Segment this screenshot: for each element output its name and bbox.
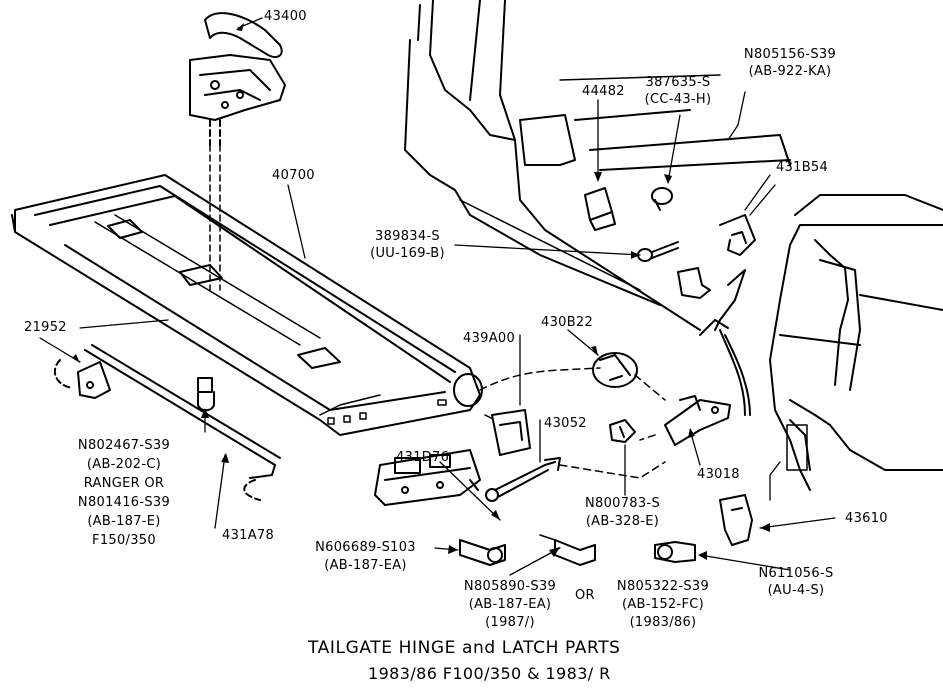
part-label-44482: 44482 bbox=[582, 84, 625, 99]
part-label-n606689: N606689-S103 bbox=[315, 540, 416, 555]
part-label-n805322: N805322-S39 bbox=[616, 579, 710, 594]
part-label-430b22: 430B22 bbox=[541, 315, 594, 330]
part-code-387635: (CC-43-H) bbox=[644, 92, 712, 107]
hinge-bolt-option bbox=[539, 534, 596, 566]
part-code-n801416: (AB-187-E) bbox=[87, 514, 161, 529]
diagram-title: TAILGATE HINGE and LATCH PARTS bbox=[308, 638, 621, 658]
part-code-389834: (UU-169-B) bbox=[370, 246, 445, 261]
part-code-n611056: (AU-4-S) bbox=[767, 583, 825, 598]
hinge-mount-bolt bbox=[459, 539, 506, 566]
truck-bed-left-side bbox=[404, 0, 791, 331]
screw-387635 bbox=[651, 187, 673, 211]
part-code-n800783: (AB-328-E) bbox=[585, 514, 660, 529]
part-code-n802467: (AB-202-C) bbox=[86, 457, 162, 472]
tailgate-panel bbox=[11, 174, 483, 436]
tailgate-hinge bbox=[374, 449, 481, 506]
part-label-43018: 43018 bbox=[697, 467, 740, 482]
hinge-bushing bbox=[491, 409, 531, 456]
leader-lines bbox=[39, 17, 836, 576]
bumper-44482 bbox=[584, 187, 616, 231]
striker-bracket bbox=[664, 395, 731, 446]
pivot-bumper bbox=[592, 352, 638, 388]
part-label-21952: 21952 bbox=[24, 320, 67, 335]
cable-bracket-bolt bbox=[677, 267, 711, 299]
part-label-40700: 40700 bbox=[272, 168, 315, 183]
bracket-43610 bbox=[719, 494, 753, 546]
support-cable bbox=[485, 457, 561, 502]
part-label-389834: 389834-S bbox=[375, 229, 440, 244]
hinge-bolt bbox=[197, 377, 215, 412]
diagram-subtitle: 1983/86 F100/350 & 1983/ R bbox=[368, 664, 611, 683]
tailgate-handle-assembly bbox=[189, 12, 286, 146]
truck-bed-right-side bbox=[769, 194, 943, 491]
part-label-43052: 43052 bbox=[544, 416, 587, 431]
part-label-43610: 43610 bbox=[845, 511, 888, 526]
part-label-387635: 387635-S bbox=[645, 75, 711, 90]
part-label-439a00: 439A00 bbox=[463, 331, 516, 346]
part-label-n611056: N611056-S bbox=[758, 566, 834, 581]
part-label-n805890: N805890-S39 bbox=[463, 579, 557, 594]
part-label-431d76: 431D76 bbox=[396, 450, 450, 465]
part-label-n805156: N805156-S39 bbox=[743, 47, 837, 62]
part-label-n801416: N801416-S39 bbox=[77, 495, 171, 510]
assembly-guide-lines bbox=[479, 367, 666, 479]
note-or: OR bbox=[575, 588, 595, 603]
part-label-n800783: N800783-S bbox=[585, 496, 660, 511]
note-f150-350: F150/350 bbox=[92, 533, 156, 548]
note-ranger-or: RANGER OR bbox=[83, 476, 165, 491]
part-year-n805890: (1987/) bbox=[485, 615, 535, 630]
part-label-43400: 43400 bbox=[264, 9, 307, 24]
striker-screw bbox=[609, 419, 636, 443]
part-code-n805156: (AB-922-KA) bbox=[748, 64, 832, 79]
check-cable bbox=[699, 269, 751, 416]
bolt-n611056 bbox=[654, 541, 696, 563]
rod-clip bbox=[77, 361, 111, 399]
part-label-431b54: 431B54 bbox=[776, 160, 829, 175]
part-label-n802467: N802467-S39 bbox=[77, 438, 171, 453]
part-label-431a78: 431A78 bbox=[222, 528, 275, 543]
leader-arrowheads bbox=[72, 23, 770, 560]
cable-bracket bbox=[719, 214, 756, 256]
screw-389834 bbox=[637, 241, 679, 262]
part-code-n805890: (AB-187-EA) bbox=[468, 597, 552, 612]
latch-rod bbox=[53, 344, 281, 501]
part-year-n805322: (1983/86) bbox=[629, 615, 697, 630]
part-code-n606689: (AB-187-EA) bbox=[324, 558, 407, 573]
part-code-n805322: (AB-152-FC) bbox=[621, 597, 704, 612]
